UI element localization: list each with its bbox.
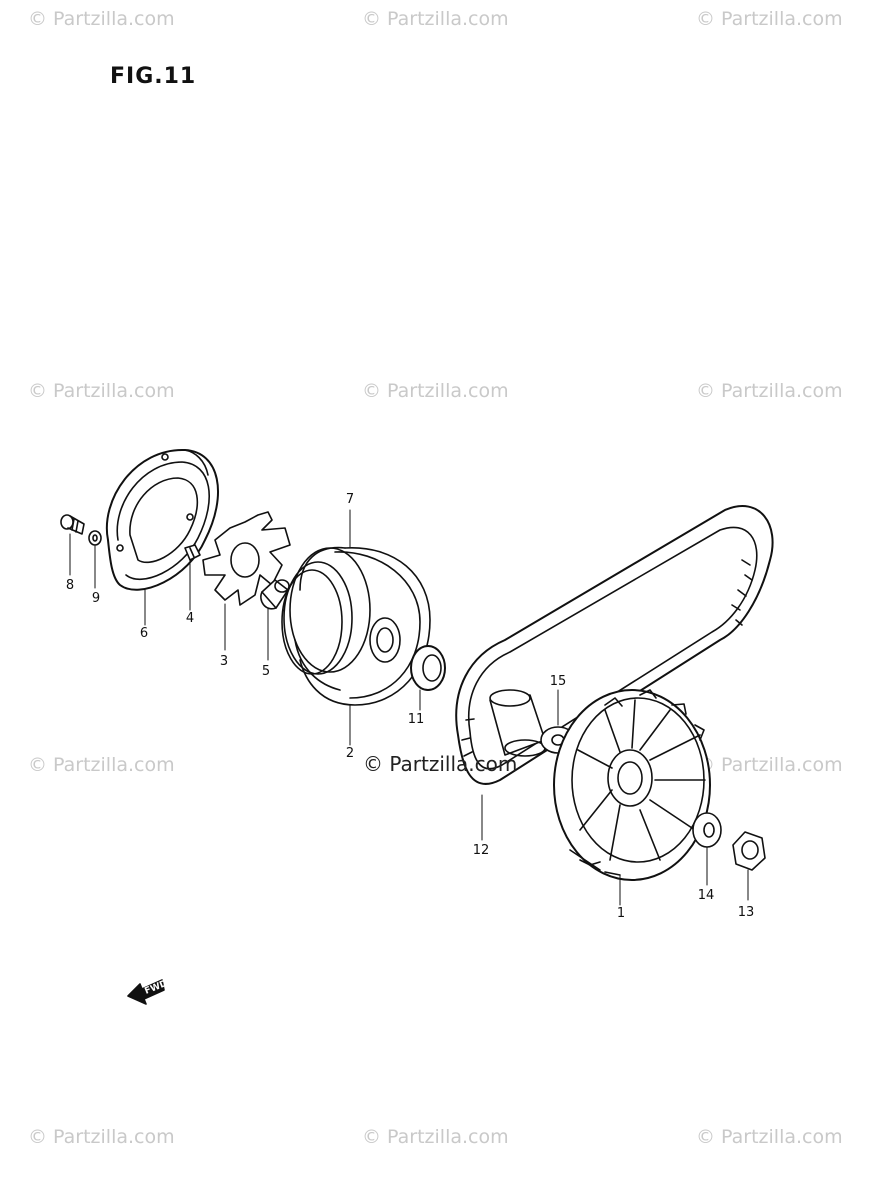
watermark: © Partzilla.com [696,1126,843,1148]
callout-12: 12 [472,843,490,858]
leader-lines [69,509,749,906]
v-belt-part-12 [455,505,774,785]
callout-11: 11 [407,712,425,727]
watermark: © Partzilla.com [28,1126,175,1148]
callout-9: 9 [91,591,101,606]
callout-5: 5 [261,664,271,679]
watermark: © Partzilla.com [696,8,843,30]
callout-1: 1 [616,906,626,921]
fixed-drive-face-part-1 [553,689,711,881]
bolt-part-8 [60,514,85,535]
spacer-collar [489,689,546,757]
watermark: © Partzilla.com [362,380,509,402]
watermark: © Partzilla.com [28,380,175,402]
callout-15: 15 [549,674,567,689]
callout-3: 3 [219,654,229,669]
oil-seal-part-11 [410,645,446,691]
forward-direction-arrow [127,979,165,1005]
ramp-plate-part-6 [105,448,219,591]
watermark: © Partzilla.com [362,8,509,30]
washer-part-14 [692,812,722,848]
callout-2: 2 [345,746,355,761]
callout-4: 4 [185,611,195,626]
callout-14: 14 [697,888,715,903]
roller-plate-part-3 [202,511,291,606]
slide-piece-part-4 [184,544,201,561]
watermark: © Partzilla.com [28,8,175,30]
nut-part-13 [732,831,766,871]
watermark: © Partzilla.com [28,754,175,776]
watermark: © Partzilla.com [696,380,843,402]
center-watermark: © Partzilla.com [363,752,518,776]
watermark: © Partzilla.com [362,1126,509,1148]
callout-8: 8 [65,578,75,593]
callout-6: 6 [139,626,149,641]
callout-13: 13 [737,905,755,920]
callout-7: 7 [345,492,355,507]
washer-part-9 [88,530,102,546]
watermark: © Partzilla.com [696,754,843,776]
figure-title: FIG.11 [110,64,197,89]
movable-drive-face-part-2 [281,546,431,706]
